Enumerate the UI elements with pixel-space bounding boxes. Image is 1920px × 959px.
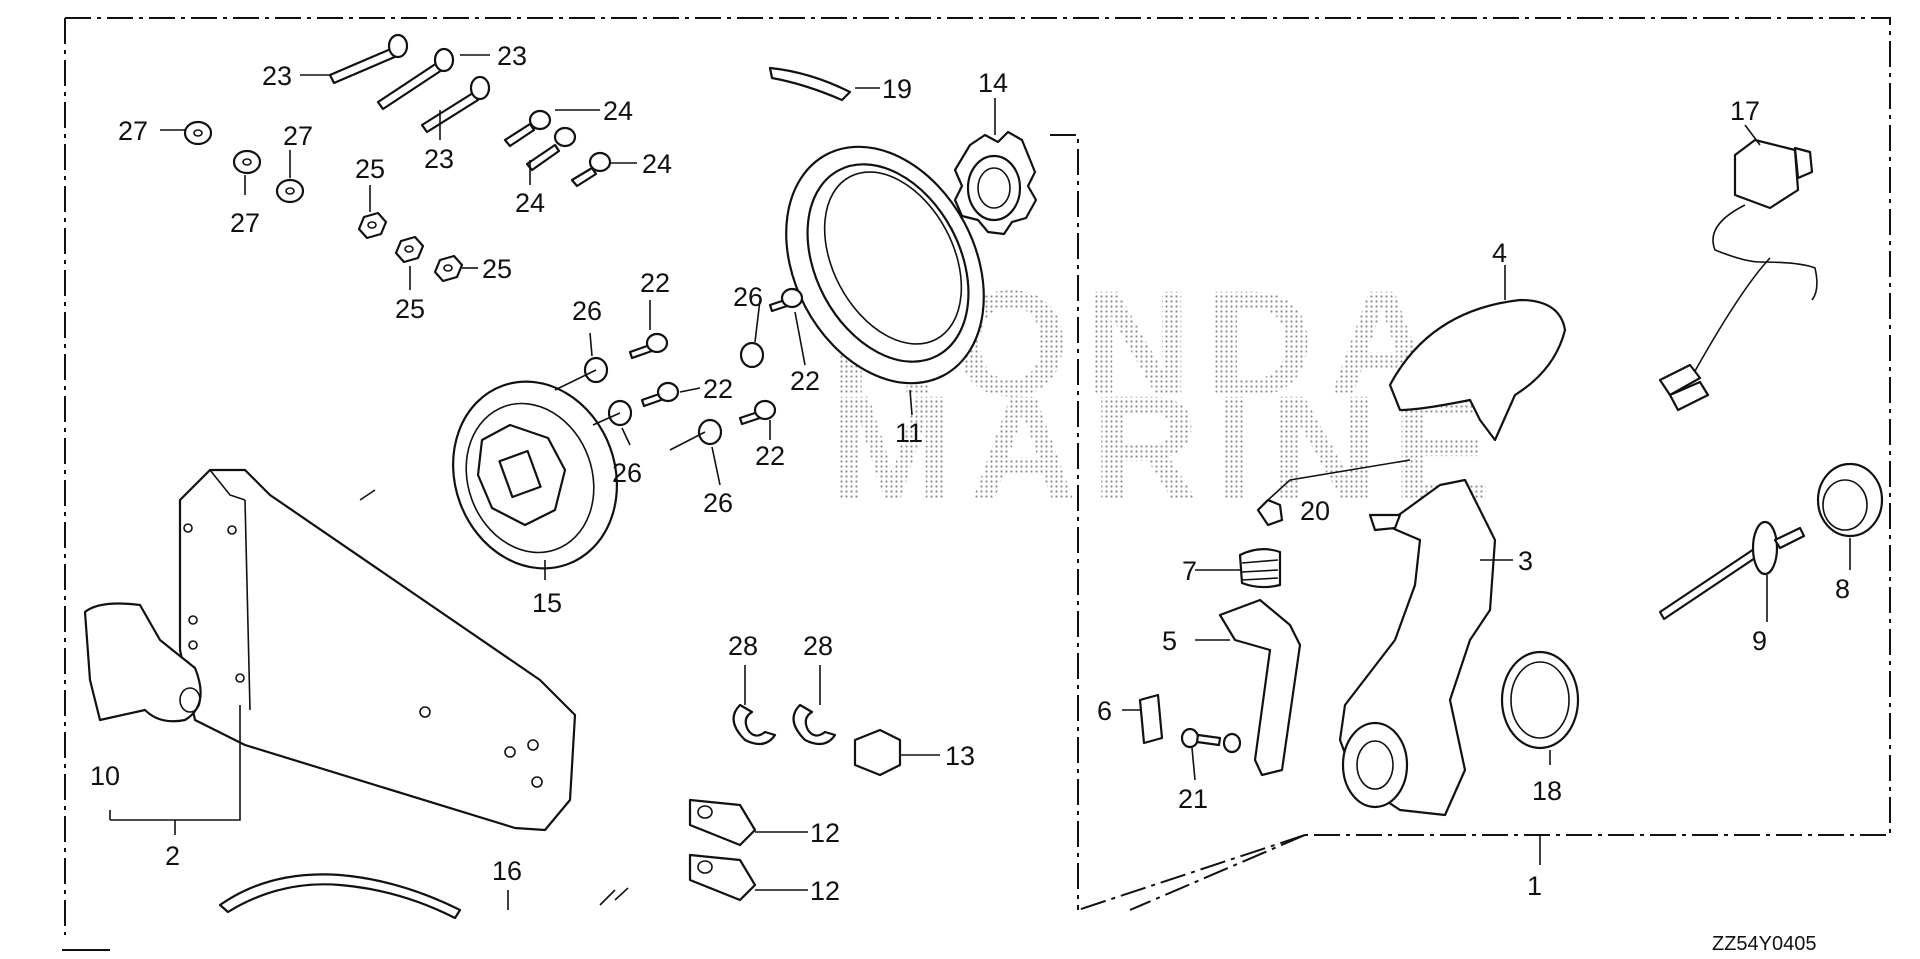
callout-13: 13: [945, 741, 975, 771]
key-6: [1138, 693, 1164, 745]
ring-11: [785, 145, 985, 385]
screw-21: [1180, 727, 1242, 754]
shaft-9: [1658, 520, 1806, 621]
callout-1: 1: [1527, 871, 1542, 901]
callout-28-a: 28: [728, 631, 758, 661]
callout-18: 18: [1532, 776, 1562, 806]
callout-24-b: 24: [515, 188, 545, 218]
ratchet-14: [953, 130, 1038, 236]
watermark: HONDA MARINE: [830, 259, 1506, 532]
callout-2: 2: [165, 841, 180, 871]
cable-16: [218, 873, 462, 920]
callout-27-b: 27: [230, 208, 260, 238]
callout-23-c: 23: [424, 144, 454, 174]
leader-lines: [109, 54, 1851, 910]
washer-26-c: [739, 341, 765, 369]
callout-21: 21: [1178, 784, 1208, 814]
nut-25-c: [433, 254, 464, 283]
callout-25-b: 25: [395, 294, 425, 324]
lever-3: [1338, 478, 1497, 817]
switch-17: [1658, 138, 1818, 412]
callout-12-b: 12: [810, 876, 840, 906]
callout-labels: 1 2 3 4 5 6 7 8 9 10 11 12 12 13 14 15 1…: [90, 41, 1850, 955]
callout-22-b: 22: [703, 374, 733, 404]
bolt-23-a: [328, 33, 409, 85]
diagram-code: ZZ54Y0405: [1712, 933, 1817, 955]
callout-15: 15: [532, 588, 562, 618]
callout-6: 6: [1097, 696, 1112, 726]
spring-7: [1238, 548, 1282, 589]
callout-26-c: 26: [733, 282, 763, 312]
screw-20: [1256, 459, 1411, 527]
block-13: [853, 728, 902, 777]
callout-8: 8: [1835, 574, 1850, 604]
callout-10: 10: [90, 761, 120, 791]
callout-9: 9: [1752, 626, 1767, 656]
callout-22-a: 22: [640, 268, 670, 298]
diagram-frame: [62, 17, 1891, 951]
washer-27-b: [232, 149, 262, 175]
ring-18: [1500, 650, 1580, 750]
drum-15: [452, 380, 618, 570]
callout-19: 19: [882, 74, 912, 104]
callout-22-d: 22: [755, 441, 785, 471]
callout-24-c: 24: [642, 149, 672, 179]
callout-26-d: 26: [703, 488, 733, 518]
callout-11: 11: [895, 418, 923, 448]
callout-24-a: 24: [603, 96, 633, 126]
lever-5: [1218, 598, 1302, 777]
callout-7: 7: [1182, 556, 1197, 586]
screw-24-b: [525, 126, 577, 172]
nut-25-a: [357, 211, 388, 240]
callout-28-b: 28: [803, 631, 833, 661]
screw-24-c: [570, 151, 612, 188]
clip-19: [768, 66, 852, 102]
screw-24-a: [503, 109, 552, 148]
callout-26-b: 26: [612, 458, 642, 488]
cap-8: [1816, 462, 1884, 538]
bolt-23-c: [420, 75, 491, 134]
arm-12-a: [688, 798, 757, 847]
screw-22-b: [640, 381, 680, 408]
nut-25-b: [394, 235, 425, 264]
watermark-line-2: MARINE: [830, 364, 1506, 532]
callout-20: 20: [1300, 496, 1330, 526]
washer-27-c: [275, 178, 305, 204]
screw-22-d: [738, 399, 777, 426]
callout-17: 17: [1730, 96, 1760, 126]
callout-3: 3: [1518, 546, 1533, 576]
screw-22-c: [768, 287, 804, 313]
screw-22-a: [628, 332, 669, 360]
bolt-23-b: [376, 47, 455, 111]
callout-26-a: 26: [572, 296, 602, 326]
callout-27-a: 27: [118, 116, 148, 146]
callout-23-a: 23: [262, 61, 292, 91]
callout-4: 4: [1492, 238, 1507, 268]
callout-27-c: 27: [283, 121, 313, 151]
callout-5: 5: [1162, 626, 1177, 656]
callout-25-c: 25: [482, 254, 512, 284]
callout-22-c: 22: [790, 366, 820, 396]
callout-23-b: 23: [497, 41, 527, 71]
callout-12-a: 12: [810, 818, 840, 848]
washer-26-d: [697, 418, 723, 446]
washer-27-a: [183, 120, 213, 146]
arm-12-b: [688, 853, 757, 902]
clip-28-b: [792, 703, 837, 746]
clip-28-a: [732, 703, 777, 746]
callout-16: 16: [492, 856, 522, 886]
cover-4: [1388, 298, 1567, 442]
callout-14: 14: [978, 68, 1008, 98]
case-2: [178, 468, 577, 832]
callout-25-a: 25: [355, 154, 385, 184]
